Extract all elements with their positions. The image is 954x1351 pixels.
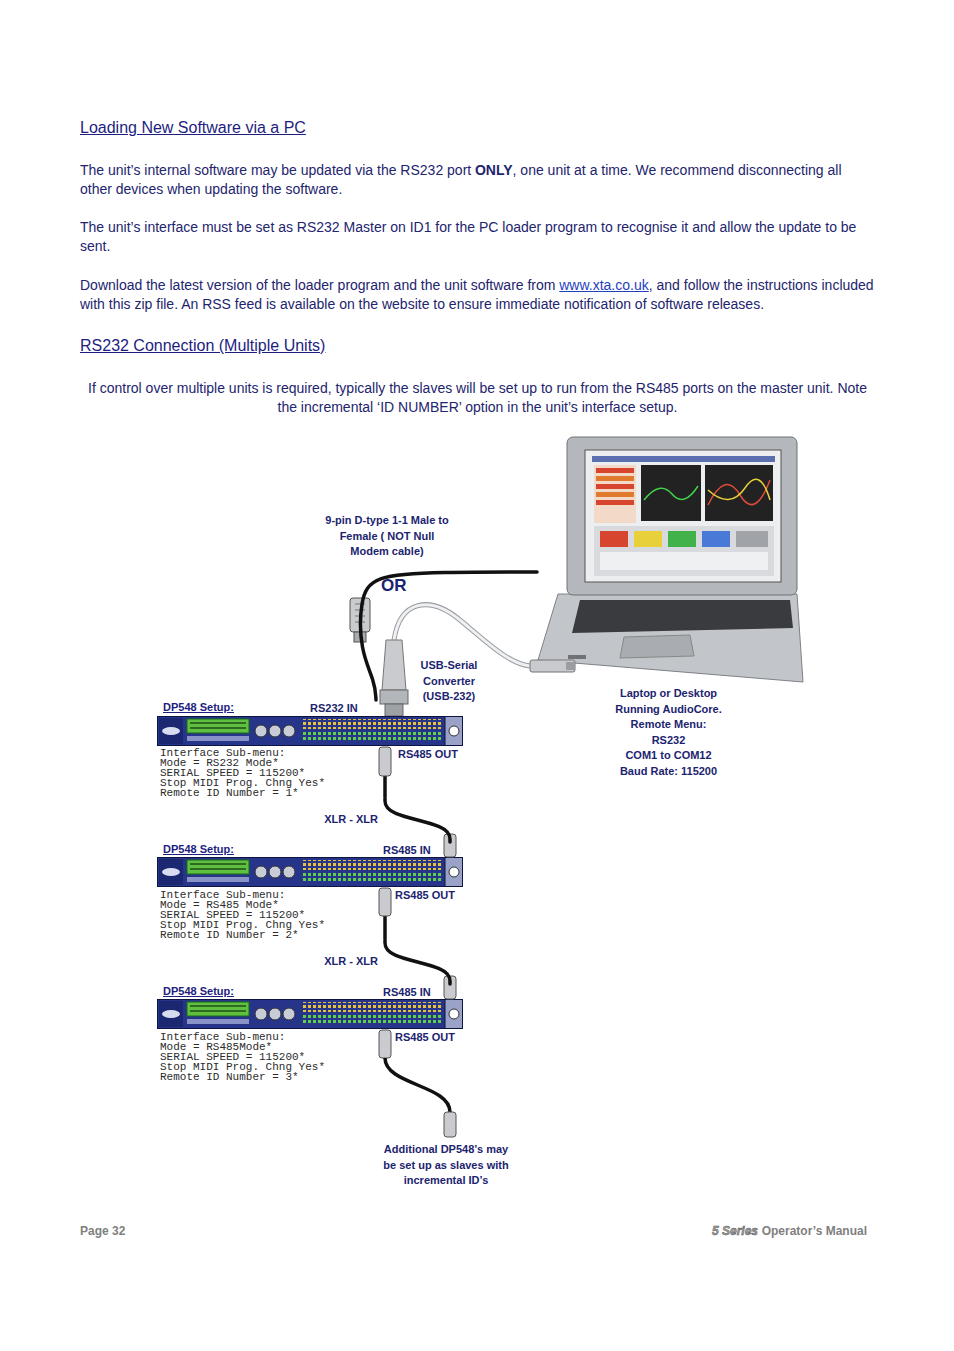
text-block: The unit’s interface must be set as RS23…: [80, 218, 875, 256]
menu-line: Stop MIDI Prog. Chng Yes*: [157, 778, 470, 788]
web-link: www.xta.co.uk: [559, 277, 648, 293]
menu-line: Mode = RS485Mode*: [157, 1042, 470, 1052]
port-label: RS232 IN: [310, 701, 358, 717]
caption-text: RS232: [537, 733, 800, 749]
body-text: If control over multiple units is requir…: [88, 380, 867, 415]
manual-name: Operator’s Manual: [762, 1224, 867, 1238]
dsp-unit: DP548 Setup: Interface Sub-menu:Mode = RS…: [157, 700, 470, 798]
caption-text: Laptop or Desktop Running AudioCore.: [609, 686, 729, 717]
menu-line: Mode = RS232 Mode*: [157, 758, 470, 768]
cable: [385, 940, 450, 984]
port-label: RS485 OUT: [398, 747, 458, 763]
page-heading: Loading New Software via a PC: [80, 118, 875, 137]
page-number: Page 32: [80, 1224, 125, 1240]
dsp-unit: DP548 Setup: Interface Sub-menu:Mode = RS…: [157, 842, 470, 940]
menu-line: Remote ID Number = 1*: [157, 788, 470, 798]
body-text: Download the latest version of the loade…: [80, 277, 555, 293]
cable-label: XLR - XLR: [324, 954, 378, 970]
converter-label: USB-Serial Converter (USB-232): [414, 658, 484, 705]
computer: Laptop or Desktop Running AudioCore.Remo…: [537, 436, 800, 779]
text-block: The unit’s internal software may be upda…: [80, 161, 875, 199]
section-heading: RS232 Connection (Multiple Units): [80, 337, 325, 354]
laptop-illustration: [538, 437, 803, 682]
unit-heading: DP548 Setup:: [157, 842, 470, 856]
menu-line: SERIAL SPEED = 115200*: [157, 768, 470, 778]
menu-line: Stop MIDI Prog. Chng Yes*: [157, 920, 470, 930]
menu-line: Interface Sub-menu:: [157, 748, 470, 758]
menu-line: Mode = RS485 Mode*: [157, 900, 470, 910]
or-label: OR: [381, 576, 407, 596]
cable: [385, 798, 450, 842]
menu-line: Interface Sub-menu:: [157, 890, 470, 900]
cable-label: 9-pin D-type 1-1 Male to Female ( NOT Nu…: [321, 513, 453, 560]
text-block: If control over multiple units is requir…: [80, 379, 875, 417]
dsp-unit: DP548 Setup: Interface Sub-menu:Mode = RS…: [157, 984, 470, 1082]
text-block: Download the latest version of the loade…: [80, 276, 875, 314]
menu-line: SERIAL SPEED = 115200*: [157, 1052, 470, 1062]
menu-line: Stop MIDI Prog. Chng Yes*: [157, 1062, 470, 1072]
menu-line: Remote ID Number = 3*: [157, 1072, 470, 1082]
unit-heading: DP548 Setup:: [157, 984, 470, 998]
body-text: The unit’s internal software may be upda…: [80, 162, 471, 178]
text-block: RS232 Connection (Multiple Units): [80, 336, 875, 355]
port-label: RS485 OUT: [395, 1030, 455, 1046]
caption-text: Baud Rate: 115200: [537, 764, 800, 780]
menu-line: Remote ID Number = 2*: [157, 930, 470, 940]
port-label: RS485 IN: [383, 843, 431, 859]
series-logo: 5 Series: [712, 1224, 758, 1238]
unit-heading: DP548 Setup:: [157, 700, 470, 714]
menu-line: Interface Sub-menu:: [157, 1032, 470, 1042]
body-text: The unit’s interface must be set as RS23…: [80, 219, 856, 254]
port-label: RS485 OUT: [395, 888, 455, 904]
page-footer: 5 Series Operator’s Manual: [712, 1224, 867, 1238]
caption-text: Remote Menu:: [537, 717, 800, 733]
port-label: RS485 IN: [383, 985, 431, 1001]
menu-line: SERIAL SPEED = 115200*: [157, 910, 470, 920]
cable-label: XLR - XLR: [324, 812, 378, 828]
caption-text: COM1 to COM12: [537, 748, 800, 764]
note-text: Additional DP548’s may be set up as slav…: [376, 1142, 516, 1189]
emphasis: ONLY: [475, 162, 513, 178]
